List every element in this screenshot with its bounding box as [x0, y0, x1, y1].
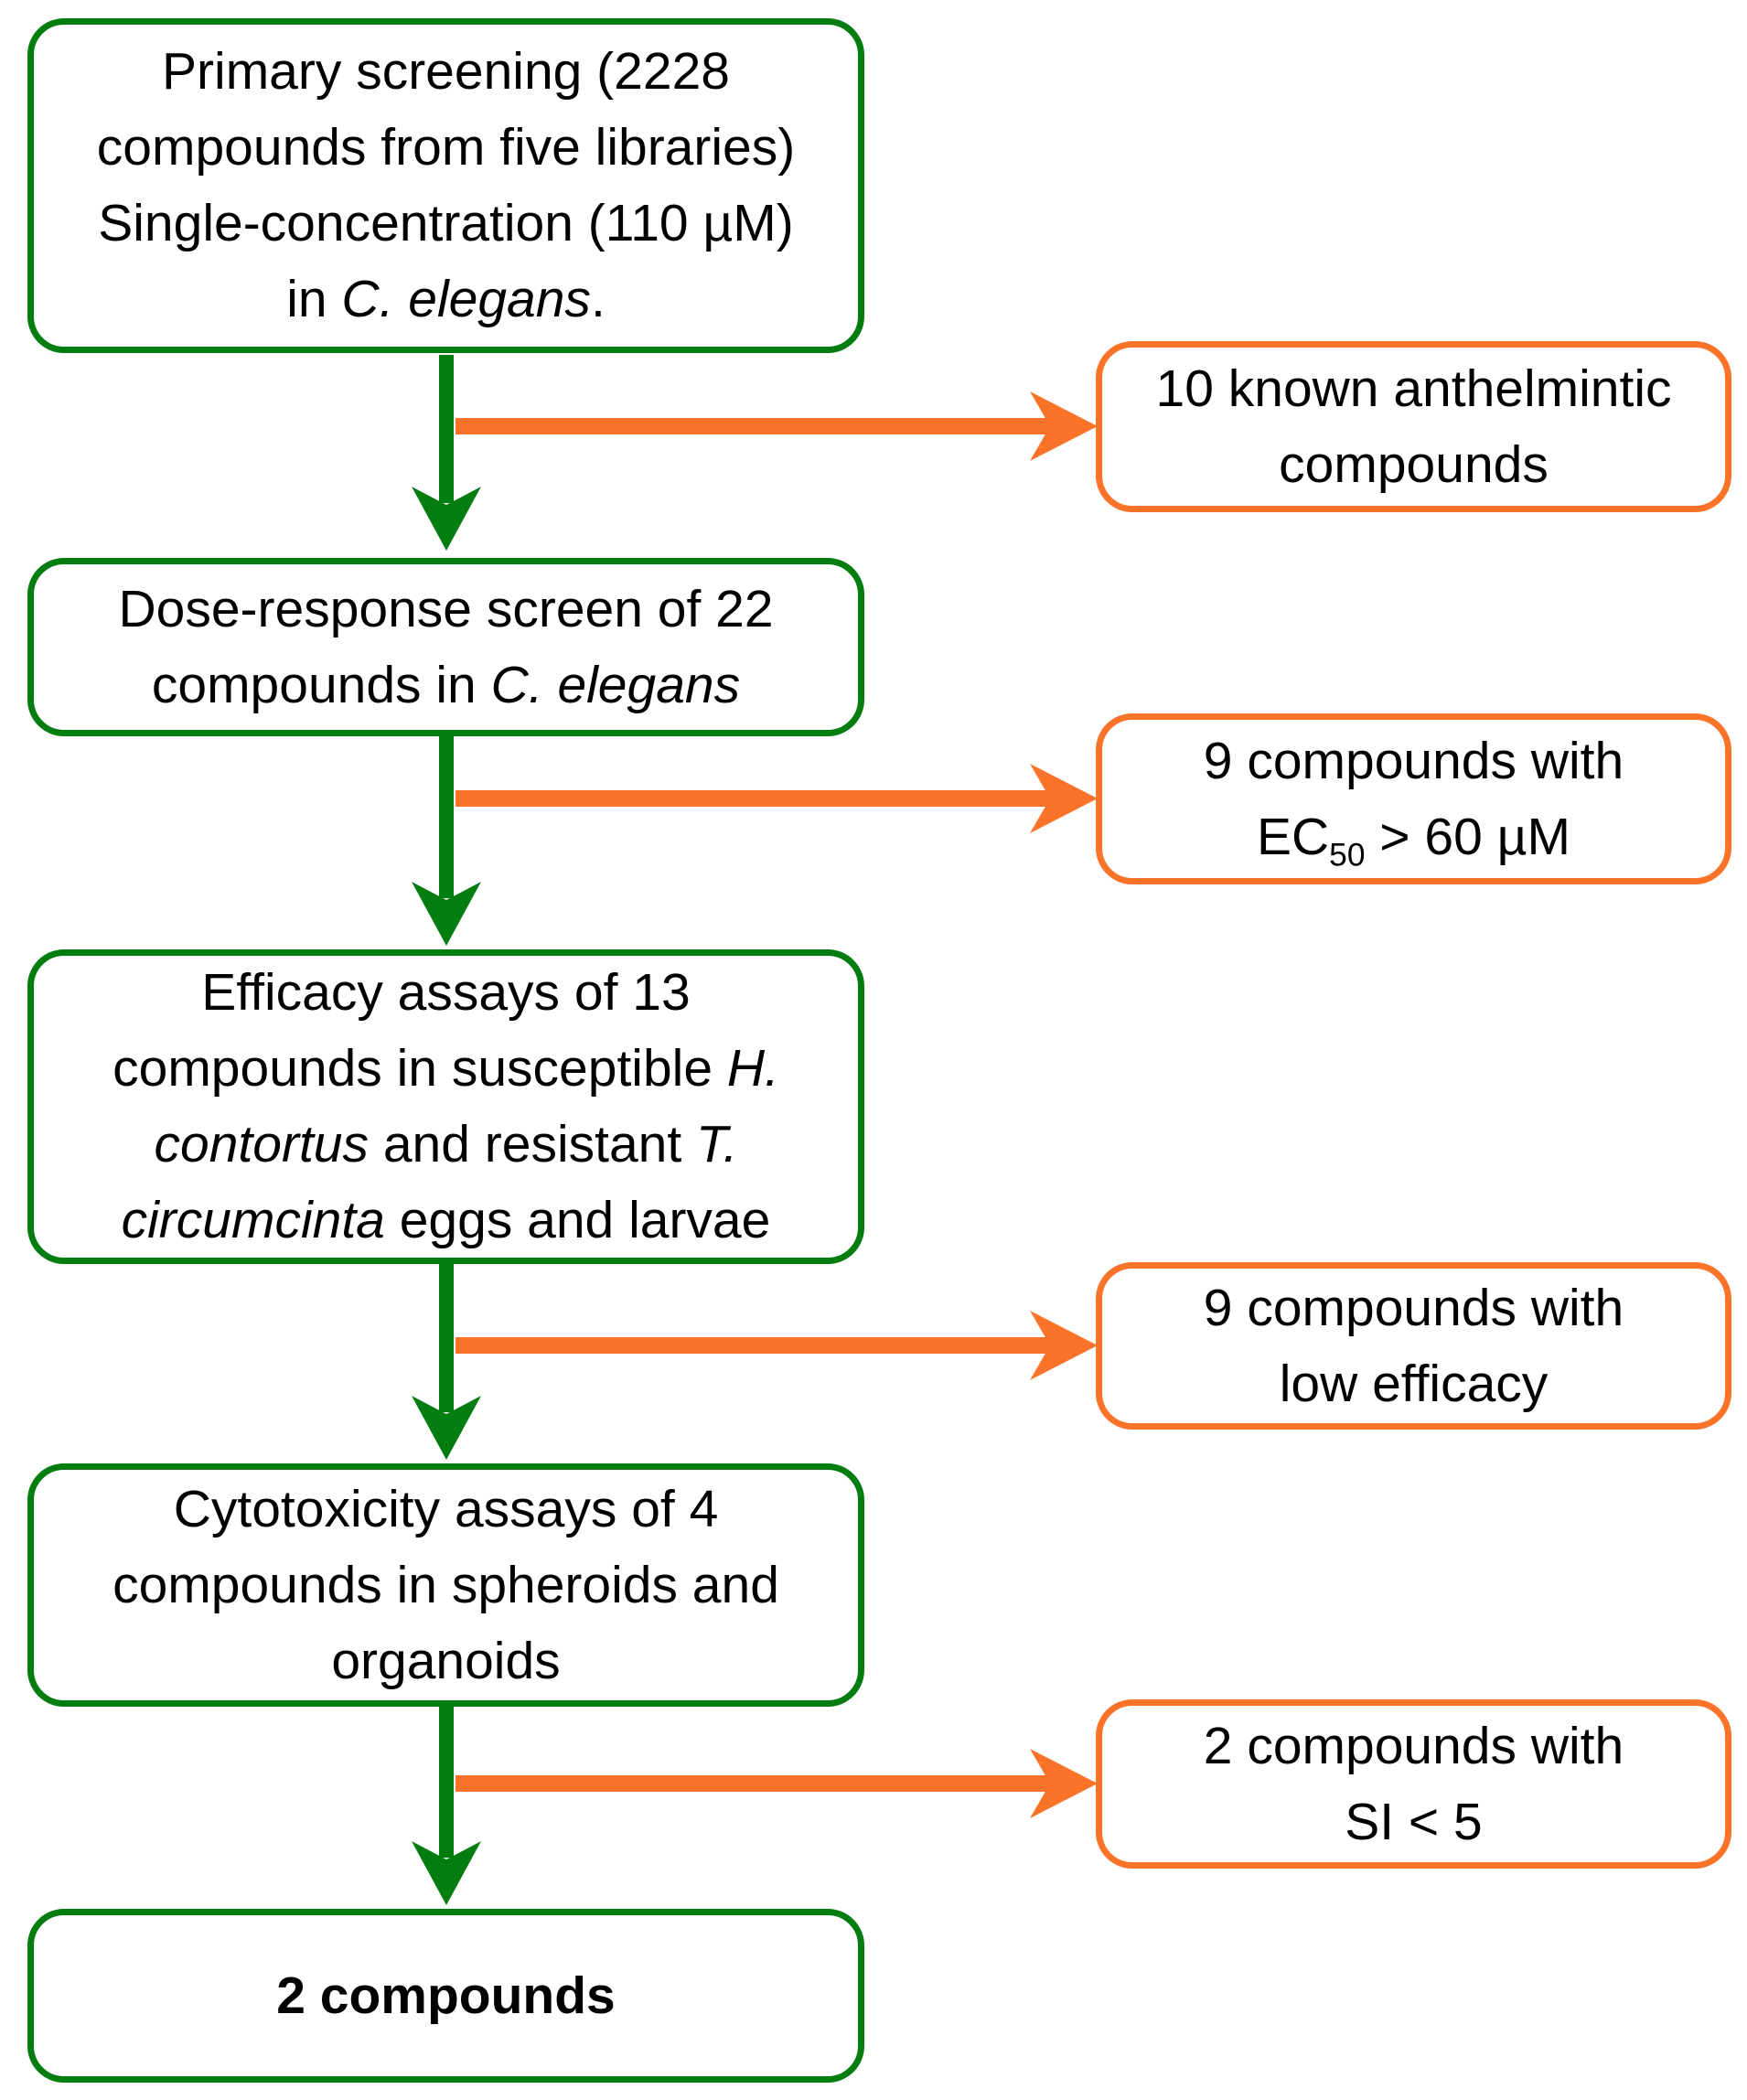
exclusion-text: 9 compounds with low efficacy: [1195, 1270, 1633, 1422]
species-name: contortus: [154, 1115, 369, 1173]
flow-step-text: Dose-response screen of 22 compounds in …: [109, 572, 782, 723]
text-line: low efficacy: [1279, 1354, 1549, 1413]
text-segment: compounds in susceptible: [113, 1039, 727, 1098]
exclusion-text: 2 compounds with SI < 5: [1195, 1709, 1633, 1860]
branch-arrow-3: [456, 1311, 1098, 1380]
text-line: compounds in spheroids and: [113, 1555, 779, 1614]
species-name: C. elegans: [490, 655, 741, 714]
text-segment: > 60 µM: [1365, 807, 1570, 866]
flow-step-text: Primary screening (2228 compounds from f…: [88, 34, 804, 338]
flow-step-primary-screening: Primary screening (2228 compounds from f…: [27, 18, 864, 353]
exclusion-text: 10 known anthelmintic compounds: [1147, 351, 1681, 503]
text-segment: eggs and larvae: [384, 1191, 771, 1249]
text-line: 9 compounds with: [1203, 1278, 1624, 1337]
branch-arrow-2: [456, 764, 1098, 833]
final-result-text: 2 compounds: [267, 1958, 625, 2034]
text-segment: .: [590, 270, 606, 328]
branch-arrow-4: [456, 1749, 1098, 1818]
species-name: H.: [726, 1039, 779, 1098]
branch-arrow-1: [456, 391, 1098, 461]
exclusion-low-efficacy: 9 compounds with low efficacy: [1096, 1262, 1731, 1430]
text-line: Efficacy assays of 13: [201, 963, 691, 1022]
text-line: 9 compounds with: [1203, 731, 1624, 790]
down-arrow-2: [412, 734, 481, 946]
species-name: circumcinta: [121, 1191, 385, 1249]
exclusion-low-selectivity: 2 compounds with SI < 5: [1096, 1699, 1731, 1869]
text-line: Primary screening (2228: [162, 42, 730, 101]
text-line: compounds: [1279, 434, 1549, 494]
flow-step-text: Efficacy assays of 13 compounds in susce…: [103, 955, 788, 1259]
text-line: Dose-response screen of 22: [118, 579, 774, 638]
exclusion-known-anthelmintics: 10 known anthelmintic compounds: [1096, 341, 1731, 512]
down-arrow-4: [412, 1705, 481, 1905]
flow-step-final-result: 2 compounds: [27, 1909, 864, 2083]
flow-step-text: Cytotoxicity assays of 4 compounds in sp…: [103, 1472, 788, 1699]
text-line: Single-concentration (110 µM): [98, 194, 794, 252]
text-line: organoids: [331, 1631, 561, 1690]
species-name: T.: [696, 1115, 738, 1173]
text-line: compounds from five libraries): [96, 118, 796, 177]
text-segment: and resistant: [369, 1115, 697, 1173]
text-line: Cytotoxicity assays of 4: [173, 1479, 719, 1538]
text-line: 2 compounds with: [1203, 1716, 1624, 1775]
text-line: SI < 5: [1345, 1792, 1483, 1851]
down-arrow-1: [412, 355, 481, 551]
text-segment: compounds in: [151, 655, 491, 714]
text-line: 10 known anthelmintic: [1155, 359, 1672, 418]
flow-step-cytotoxicity: Cytotoxicity assays of 4 compounds in sp…: [27, 1463, 864, 1707]
text-segment: in: [286, 270, 342, 328]
species-name: C. elegans: [341, 270, 591, 328]
text-line: 2 compounds: [276, 1966, 616, 2025]
text-segment: EC: [1256, 807, 1330, 866]
down-arrow-3: [412, 1262, 481, 1460]
exclusion-high-ec50: 9 compounds with EC50 > 60 µM: [1096, 713, 1731, 884]
flow-step-efficacy-assays: Efficacy assays of 13 compounds in susce…: [27, 949, 864, 1264]
subscript-50: 50: [1329, 836, 1366, 873]
exclusion-text: 9 compounds with EC50 > 60 µM: [1195, 723, 1633, 875]
flow-step-dose-response: Dose-response screen of 22 compounds in …: [27, 558, 864, 736]
